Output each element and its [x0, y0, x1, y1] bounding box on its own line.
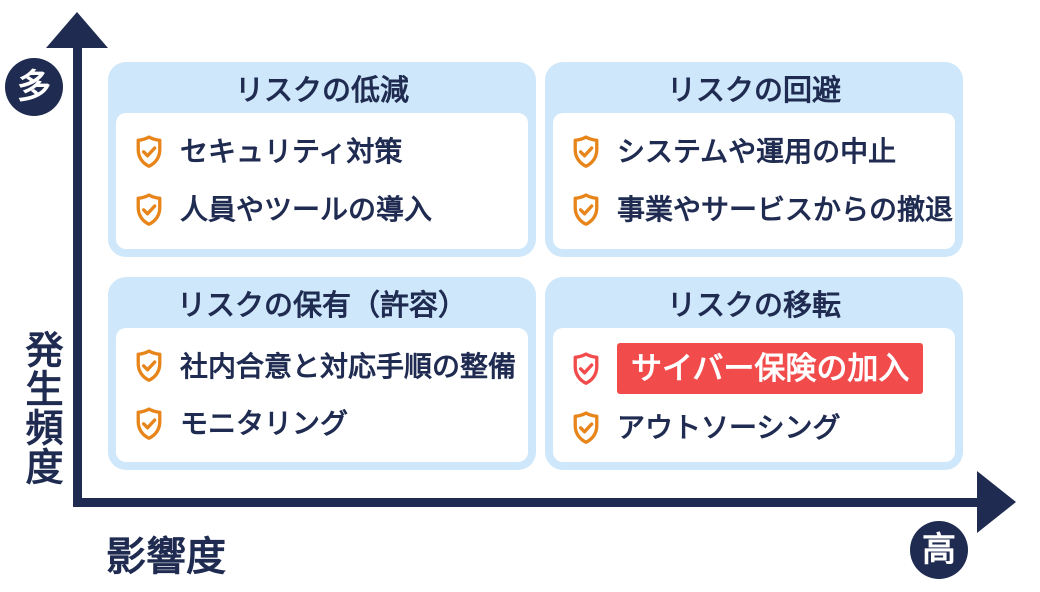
item-label: セキュリティ対策: [180, 136, 403, 168]
shield-check-icon: [573, 411, 599, 444]
list-item: アウトソーシング: [567, 409, 955, 447]
quadrant-title: リスクの回避: [666, 74, 841, 107]
y-axis-arrowhead-icon: [46, 12, 108, 48]
x-axis-line: [73, 498, 979, 507]
item-label: 社内合意と対応手順の整備: [180, 350, 517, 382]
shield-check-icon: [136, 349, 162, 383]
list-item: 人員やツールの導入: [130, 191, 528, 229]
y-axis-max-badge: 多: [5, 58, 63, 116]
x-axis-max-label: 高: [922, 531, 956, 569]
quadrant-risk-retention: リスクの保有（許容） 社内合意と対応手順の整備 モニタリング: [108, 277, 536, 470]
quadrant-title: リスクの低減: [234, 74, 409, 107]
quadrant-risk-avoidance: リスクの回避 システムや運用の中止 事業やサービスからの撤退: [545, 62, 963, 257]
quadrant-items: システムや運用の中止 事業やサービスからの撤退: [553, 113, 955, 249]
y-axis-max-label: 多: [17, 68, 51, 106]
shield-check-icon: [573, 351, 599, 385]
x-axis-max-badge: 高: [910, 521, 968, 579]
shield-check-icon: [573, 193, 599, 226]
shield-check-icon: [136, 407, 162, 440]
quadrant-items: サイバー保険の加入 アウトソーシング: [553, 328, 955, 462]
quadrant-items: 社内合意と対応手順の整備 モニタリング: [116, 328, 528, 462]
y-axis-label: 発生頻度: [19, 330, 61, 486]
list-item: 社内合意と対応手順の整備: [130, 347, 528, 385]
item-label: システムや運用の中止: [617, 136, 897, 168]
shield-check-icon: [573, 135, 599, 168]
list-item: モニタリング: [130, 405, 528, 443]
y-axis-line: [73, 40, 82, 506]
shield-check-icon: [136, 193, 162, 226]
list-item: セキュリティ対策: [130, 133, 528, 171]
highlighted-item-label: サイバー保険の加入: [617, 342, 924, 395]
list-item: 事業やサービスからの撤退: [567, 191, 955, 229]
quadrant-title: リスクの保有（許容）: [176, 289, 467, 322]
quadrant-risk-reduction: リスクの低減 セキュリティ対策 人員やツールの導入: [108, 62, 536, 257]
item-label: アウトソーシング: [617, 412, 841, 444]
item-label: 事業やサービスからの撤退: [617, 194, 954, 226]
item-label: 人員やツールの導入: [180, 194, 433, 226]
shield-check-icon: [136, 135, 162, 168]
item-label: モニタリング: [180, 407, 349, 439]
x-axis-label: 影響度: [106, 535, 226, 579]
quadrant-title: リスクの移転: [666, 289, 841, 322]
quadrant-items: セキュリティ対策 人員やツールの導入: [116, 113, 528, 249]
x-axis-arrowhead-icon: [977, 471, 1016, 533]
list-item: システムや運用の中止: [567, 133, 955, 171]
list-item-highlighted: サイバー保険の加入: [567, 342, 955, 395]
quadrant-risk-transfer: リスクの移転 サイバー保険の加入 アウトソーシング: [545, 277, 963, 470]
